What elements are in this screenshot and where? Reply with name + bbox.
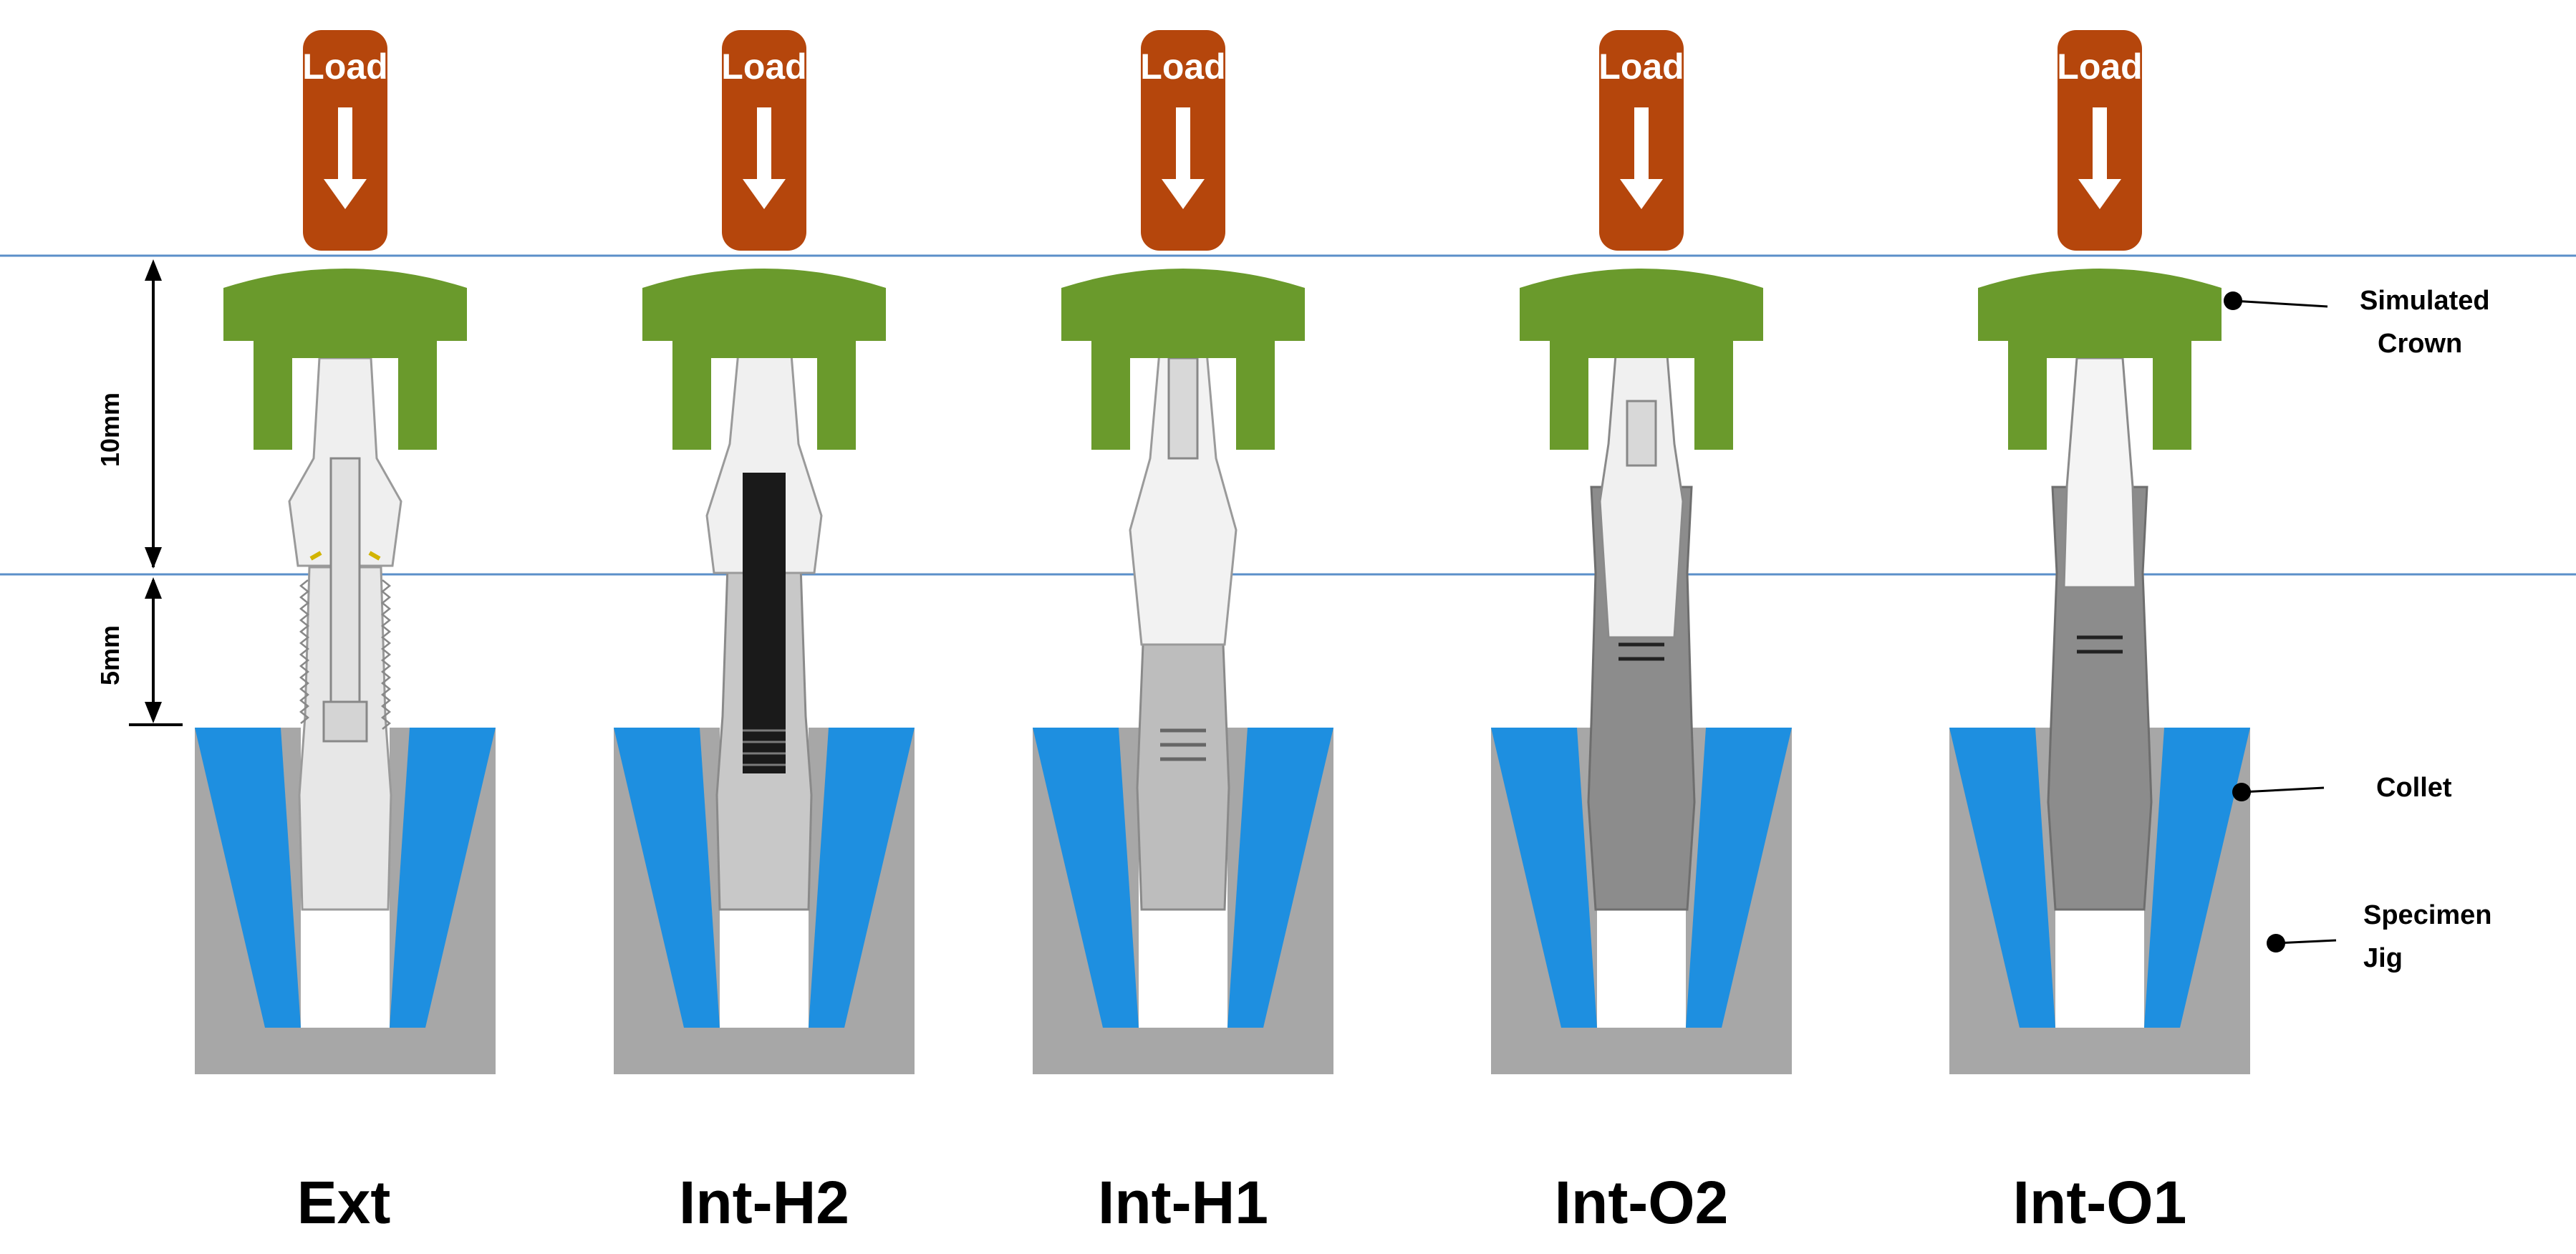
abutment-screw xyxy=(329,457,361,732)
dimension-label-5mm: 5mm xyxy=(95,625,125,685)
load-label: Load xyxy=(2057,47,2142,87)
load-arrow-icon xyxy=(1162,107,1205,209)
svg-text:Collet: Collet xyxy=(2376,773,2452,803)
collet-left xyxy=(195,728,301,1028)
abutment-screw-dark xyxy=(743,473,786,773)
simulated-crown xyxy=(642,269,886,450)
collet-left xyxy=(1949,728,2055,1028)
load-arrow-icon xyxy=(2078,107,2121,209)
collet-left xyxy=(1033,728,1139,1028)
load-label: Load xyxy=(1140,47,1225,87)
implant-fixture xyxy=(2047,486,2153,911)
svg-text:Crown: Crown xyxy=(2378,329,2462,359)
specimen-ext: Load Ext xyxy=(195,30,496,1236)
specimen-int-h1: Load Int-H1 xyxy=(1033,30,1333,1236)
abutment xyxy=(2063,357,2137,589)
simulated-crown xyxy=(1520,269,1763,450)
load-arrow-icon xyxy=(743,107,786,209)
load-label: Load xyxy=(1598,47,1684,87)
simulated-crown xyxy=(1061,269,1305,450)
collet-left xyxy=(614,728,720,1028)
abutment-screw xyxy=(1167,357,1199,460)
fixture-threads xyxy=(299,579,392,730)
collet-left xyxy=(1491,728,1597,1028)
screw-threads xyxy=(1619,642,1664,661)
model-label-int-h2: Int-H2 xyxy=(679,1169,849,1236)
dimension-markers: 10mm 5mm xyxy=(95,259,183,726)
load-arrow-icon xyxy=(1620,107,1663,209)
collet-right xyxy=(2144,728,2250,1028)
load-label: Load xyxy=(302,47,387,87)
svg-text:Jig: Jig xyxy=(2363,943,2403,973)
model-label-int-o1: Int-O1 xyxy=(2013,1169,2187,1236)
dimension-label-10mm: 10mm xyxy=(95,392,125,467)
simulated-crown xyxy=(1978,269,2222,450)
specimen-int-o2: Load Int-O2 xyxy=(1491,30,1792,1236)
load-label: Load xyxy=(721,47,806,87)
model-label-int-h1: Int-H1 xyxy=(1098,1169,1268,1236)
model-label-int-o2: Int-O2 xyxy=(1555,1169,1729,1236)
screw-head xyxy=(322,700,368,743)
simulated-crown xyxy=(223,269,467,450)
ext-gold-seals xyxy=(309,551,381,561)
callout-specimen-jig: Specimen Jig xyxy=(2267,900,2492,973)
abutment xyxy=(1129,342,1238,646)
model-label-ext: Ext xyxy=(297,1169,391,1236)
collet-right xyxy=(390,728,496,1028)
specimen-int-o1: Load Int-O1 xyxy=(1949,30,2250,1236)
collet-right xyxy=(1686,728,1792,1028)
abutment xyxy=(705,335,823,574)
svg-text:Simulated: Simulated xyxy=(2360,286,2490,316)
screw-threads xyxy=(743,729,786,766)
svg-text:Specimen: Specimen xyxy=(2363,900,2492,930)
collet-right xyxy=(809,728,915,1028)
specimen-int-h2: Load Int-H2 xyxy=(614,30,915,1236)
abutment-screw xyxy=(1626,400,1657,467)
screw-threads xyxy=(1160,728,1206,761)
callout-simulated-crown: Simulated Crown xyxy=(2224,286,2490,359)
load-arrow-icon xyxy=(324,107,367,209)
callout-collet: Collet xyxy=(2232,773,2452,803)
collet-right xyxy=(1227,728,1333,1028)
screw-threads xyxy=(2077,635,2123,654)
abutment xyxy=(1598,354,1684,639)
